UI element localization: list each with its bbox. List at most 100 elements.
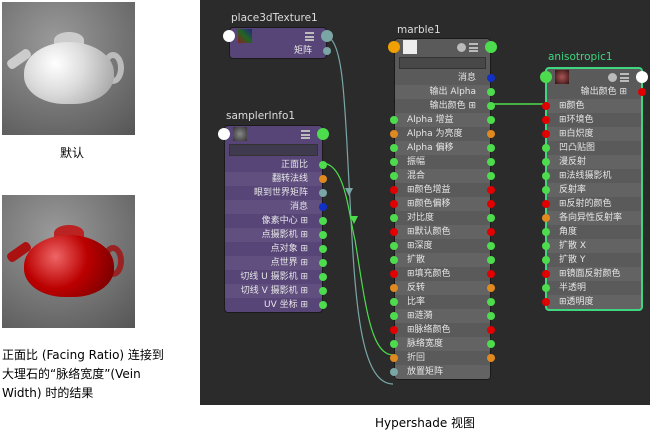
attribute-row[interactable]: ⊞脉络颜色: [390, 323, 495, 337]
anisotropic-node[interactable]: 输出颜色 ⊞⊞颜色⊞环境色⊞白炽度凹凸贴图漫反射⊞法线摄影机反射率⊞反射的颜色各…: [540, 67, 648, 311]
attribute-row[interactable]: ⊞环境色: [542, 113, 641, 127]
input-port[interactable]: [390, 284, 398, 292]
attribute-row[interactable]: 凹凸贴图: [542, 141, 641, 155]
samplerinfo-node[interactable]: 正面比翻转法线眼到世界矩阵消息像素中心 ⊞点摄影机 ⊞点对象 ⊞点世界 ⊞切线 …: [218, 125, 329, 313]
attribute-row[interactable]: 切线 U 摄影机 ⊞: [225, 270, 327, 284]
input-port[interactable]: [542, 172, 550, 180]
input-port[interactable]: [390, 144, 398, 152]
input-port[interactable]: [390, 228, 398, 236]
input-port[interactable]: [390, 130, 398, 138]
attribute-row[interactable]: ⊞颜色偏移: [390, 197, 495, 211]
input-port[interactable]: [542, 144, 550, 152]
input-port[interactable]: [388, 41, 400, 53]
attribute-row[interactable]: 扩散 Y: [542, 253, 641, 267]
output-port[interactable]: [487, 242, 495, 250]
input-port[interactable]: [542, 130, 550, 138]
input-port[interactable]: [542, 284, 550, 292]
attribute-row[interactable]: 像素中心 ⊞: [225, 214, 327, 228]
attribute-row[interactable]: 输出 Alpha: [395, 85, 495, 99]
attribute-row[interactable]: 振幅: [390, 155, 495, 169]
attribute-row[interactable]: 消息: [395, 71, 495, 85]
input-port[interactable]: [542, 200, 550, 208]
attribute-row[interactable]: 混合: [390, 169, 495, 183]
input-port[interactable]: [390, 214, 398, 222]
output-port[interactable]: [487, 270, 495, 278]
attribute-row[interactable]: 输出颜色 ⊞: [547, 85, 646, 99]
attribute-row[interactable]: 翻转法线: [225, 172, 327, 186]
attribute-row[interactable]: 正面比: [225, 158, 327, 172]
attribute-row[interactable]: ⊞镜面反射颜色: [542, 267, 641, 281]
attribute-row[interactable]: ⊞颜色增益: [390, 183, 495, 197]
attribute-row[interactable]: 切线 V 摄影机 ⊞: [225, 284, 327, 298]
output-port[interactable]: [487, 116, 495, 124]
input-port[interactable]: [390, 340, 398, 348]
input-port[interactable]: [223, 30, 235, 42]
attribute-row[interactable]: 反转: [390, 281, 495, 295]
output-port[interactable]: [487, 74, 495, 82]
attribute-row[interactable]: 比率: [390, 295, 495, 309]
input-port[interactable]: [390, 354, 398, 362]
swatch-toggle-icon[interactable]: [457, 43, 466, 52]
output-port[interactable]: [319, 203, 327, 211]
input-port[interactable]: [390, 186, 398, 194]
output-port[interactable]: [487, 326, 495, 334]
attribute-row[interactable]: 漫反射: [542, 155, 641, 169]
attribute-row[interactable]: UV 坐标 ⊞: [225, 298, 327, 312]
attribute-row[interactable]: 半透明: [542, 281, 641, 295]
input-port[interactable]: [542, 298, 550, 306]
output-port[interactable]: [319, 175, 327, 183]
input-port[interactable]: [542, 158, 550, 166]
output-port[interactable]: [487, 186, 495, 194]
attribute-row[interactable]: 各向异性反射率: [542, 211, 641, 225]
input-port[interactable]: [542, 228, 550, 236]
attribute-row[interactable]: 放置矩阵: [390, 365, 490, 379]
input-port[interactable]: [390, 172, 398, 180]
attribute-row[interactable]: ⊞涟漪: [390, 309, 495, 323]
output-port[interactable]: [487, 144, 495, 152]
input-port[interactable]: [542, 102, 550, 110]
output-port[interactable]: [319, 217, 327, 225]
menu-icon[interactable]: [305, 32, 314, 41]
attribute-row[interactable]: ⊞白炽度: [542, 127, 641, 141]
output-port[interactable]: [319, 161, 327, 169]
input-port[interactable]: [390, 298, 398, 306]
menu-icon[interactable]: [301, 130, 310, 139]
attribute-row[interactable]: ⊞默认颜色: [390, 225, 495, 239]
attribute-filter-field[interactable]: [229, 144, 318, 156]
output-port[interactable]: [487, 256, 495, 264]
attribute-filter-field[interactable]: [399, 57, 486, 69]
attribute-row[interactable]: 反射率: [542, 183, 641, 197]
output-port[interactable]: [487, 312, 495, 320]
input-port[interactable]: [542, 186, 550, 194]
place3dtexture-node[interactable]: 矩阵: [223, 27, 333, 59]
output-port[interactable]: [487, 130, 495, 138]
attribute-row[interactable]: 输出颜色 ⊞: [395, 99, 495, 113]
output-port[interactable]: [319, 259, 327, 267]
attribute-row[interactable]: Alpha 偏移: [390, 141, 495, 155]
output-port[interactable]: [487, 340, 495, 348]
output-port[interactable]: [638, 88, 646, 96]
attribute-row[interactable]: ⊞法线摄影机: [542, 169, 641, 183]
output-port[interactable]: [319, 301, 327, 309]
input-port[interactable]: [390, 256, 398, 264]
input-port[interactable]: [540, 71, 552, 83]
hypershade-graph-canvas[interactable]: place3dTexture1 矩阵 samplerInfo1 正面比翻转法线眼…: [200, 0, 650, 405]
output-port[interactable]: [319, 245, 327, 253]
attribute-row[interactable]: Alpha 为亮度: [390, 127, 495, 141]
output-port[interactable]: [487, 172, 495, 180]
attribute-row[interactable]: 扩散 X: [542, 239, 641, 253]
input-port[interactable]: [390, 270, 398, 278]
output-port[interactable]: [319, 231, 327, 239]
menu-icon[interactable]: [469, 43, 478, 52]
input-port[interactable]: [542, 116, 550, 124]
attribute-row[interactable]: ⊞透明度: [542, 295, 641, 309]
output-port[interactable]: [487, 298, 495, 306]
output-port[interactable]: [319, 287, 327, 295]
attribute-row[interactable]: 消息: [225, 200, 327, 214]
attribute-row[interactable]: 角度: [542, 225, 641, 239]
input-port[interactable]: [542, 242, 550, 250]
input-port[interactable]: [390, 242, 398, 250]
attribute-row[interactable]: 扩散: [390, 253, 495, 267]
attribute-row[interactable]: 点世界 ⊞: [225, 256, 327, 270]
